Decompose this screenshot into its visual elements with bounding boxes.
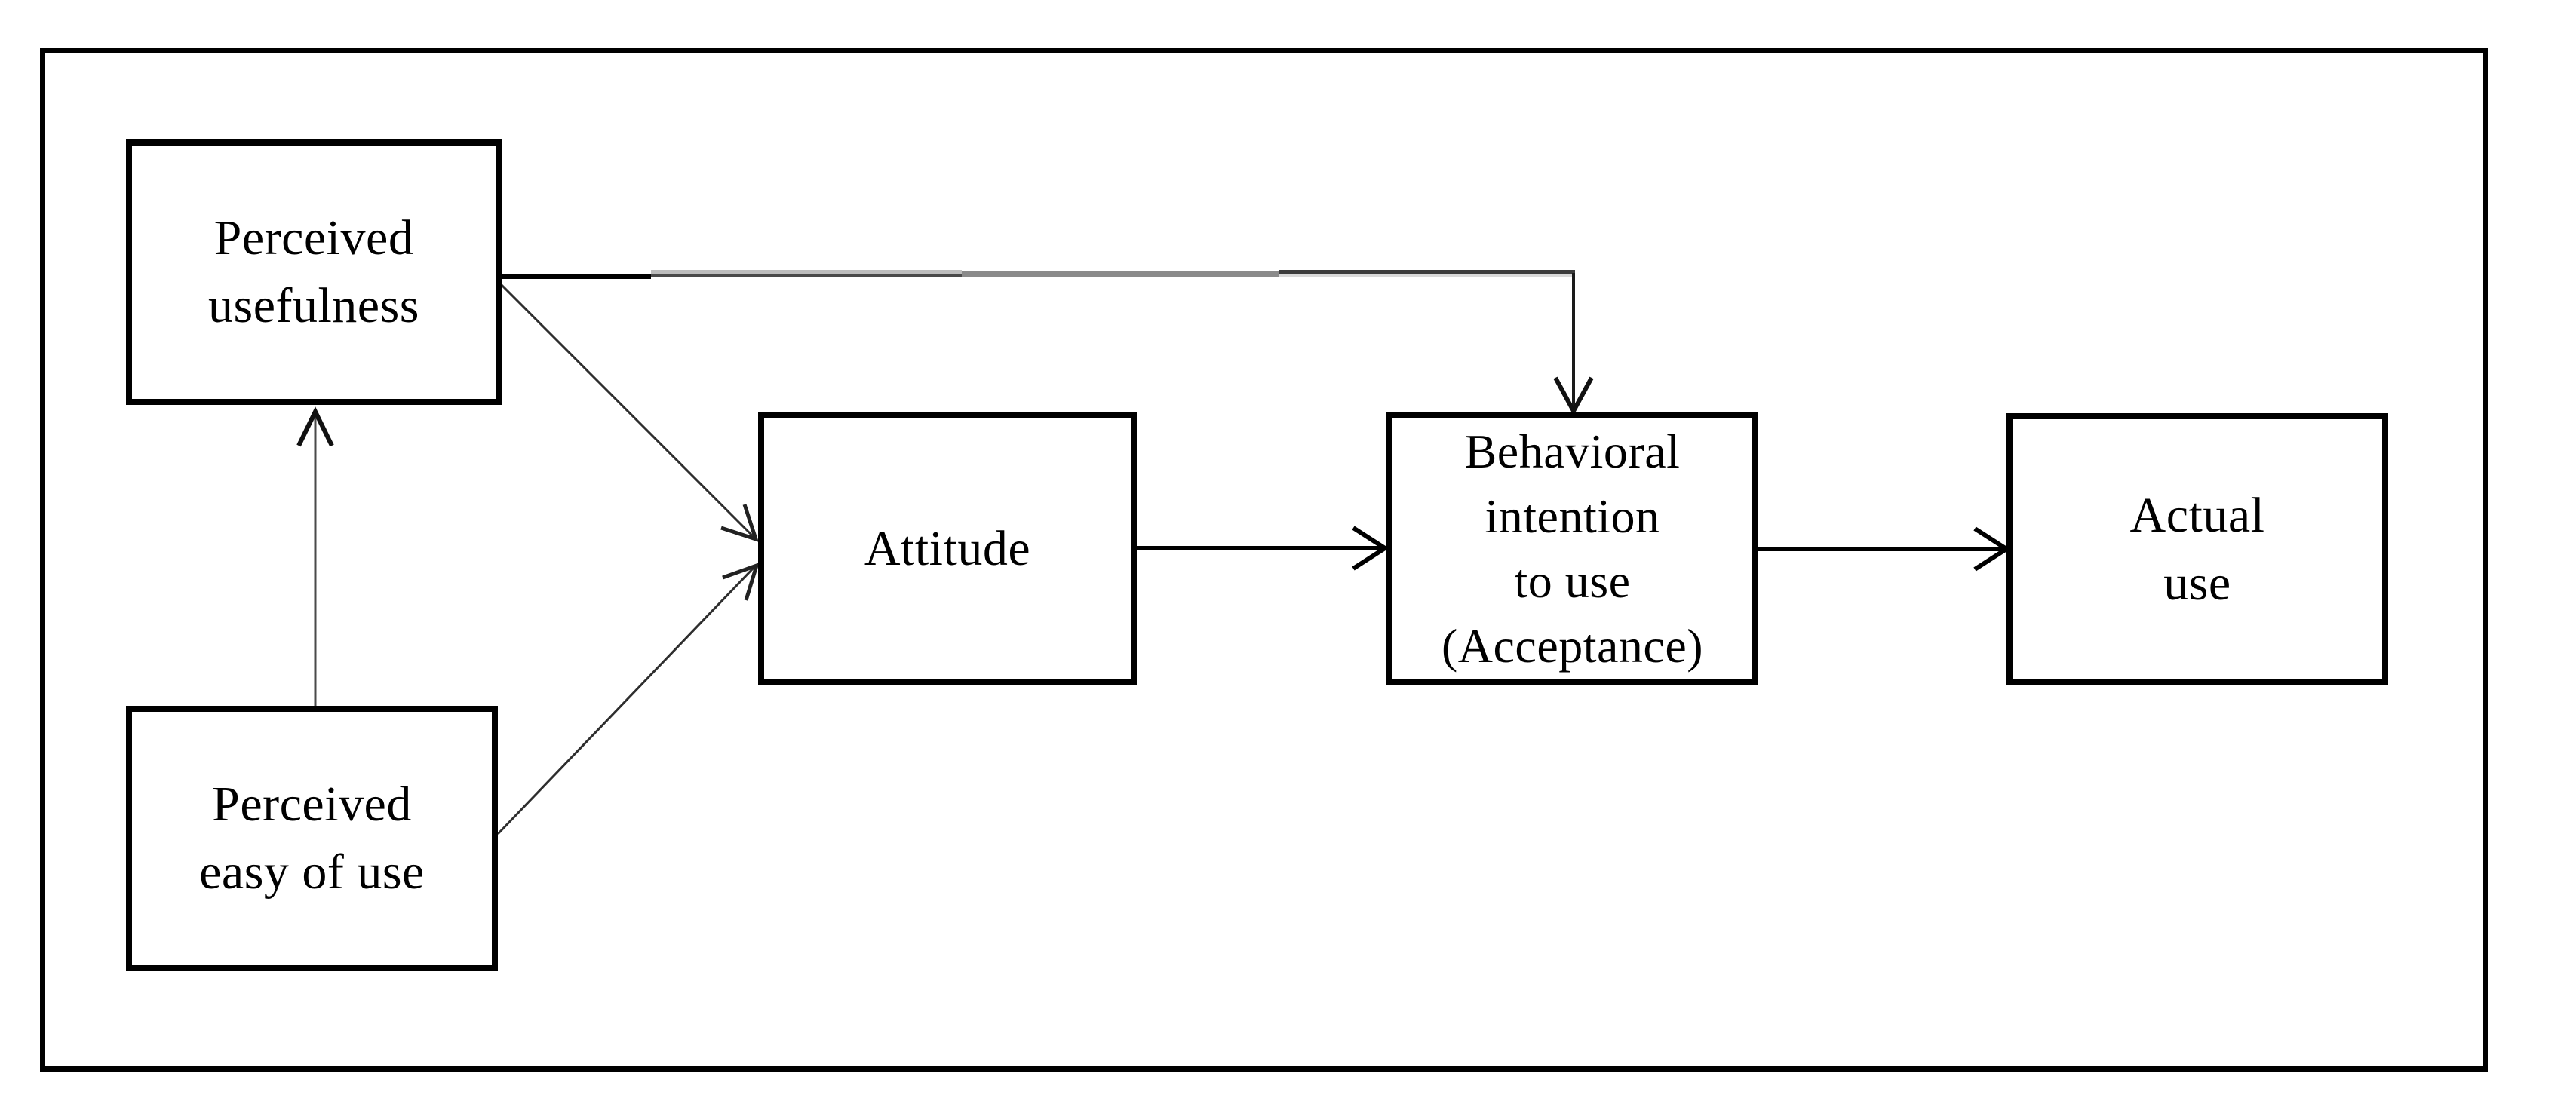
node-label-line: use [2163, 555, 2231, 611]
node-label-line: Attitude [864, 521, 1031, 576]
node-label-line: Perceived [212, 777, 412, 832]
node-label-line: easy of use [199, 845, 425, 900]
node-label-line: Behavioral [1464, 425, 1681, 478]
node-behavioral-intention: Behavioral intention to use (Acceptance) [1386, 412, 1758, 685]
node-perceived-usefulness: Perceived usefulness [126, 140, 502, 405]
node-label-line: to use [1514, 554, 1631, 608]
node-label-line: Actual [2129, 487, 2265, 543]
node-label-line: Perceived [213, 210, 414, 265]
node-actual-use: Actual use [2006, 413, 2388, 685]
node-label-line: (Acceptance) [1441, 619, 1704, 673]
node-label-line: intention [1485, 489, 1660, 543]
node-label-line: usefulness [208, 278, 419, 333]
node-attitude: Attitude [758, 412, 1137, 685]
diagram-outer-border [40, 48, 2488, 1072]
node-perceived-easy-of-use: Perceived easy of use [126, 706, 498, 971]
